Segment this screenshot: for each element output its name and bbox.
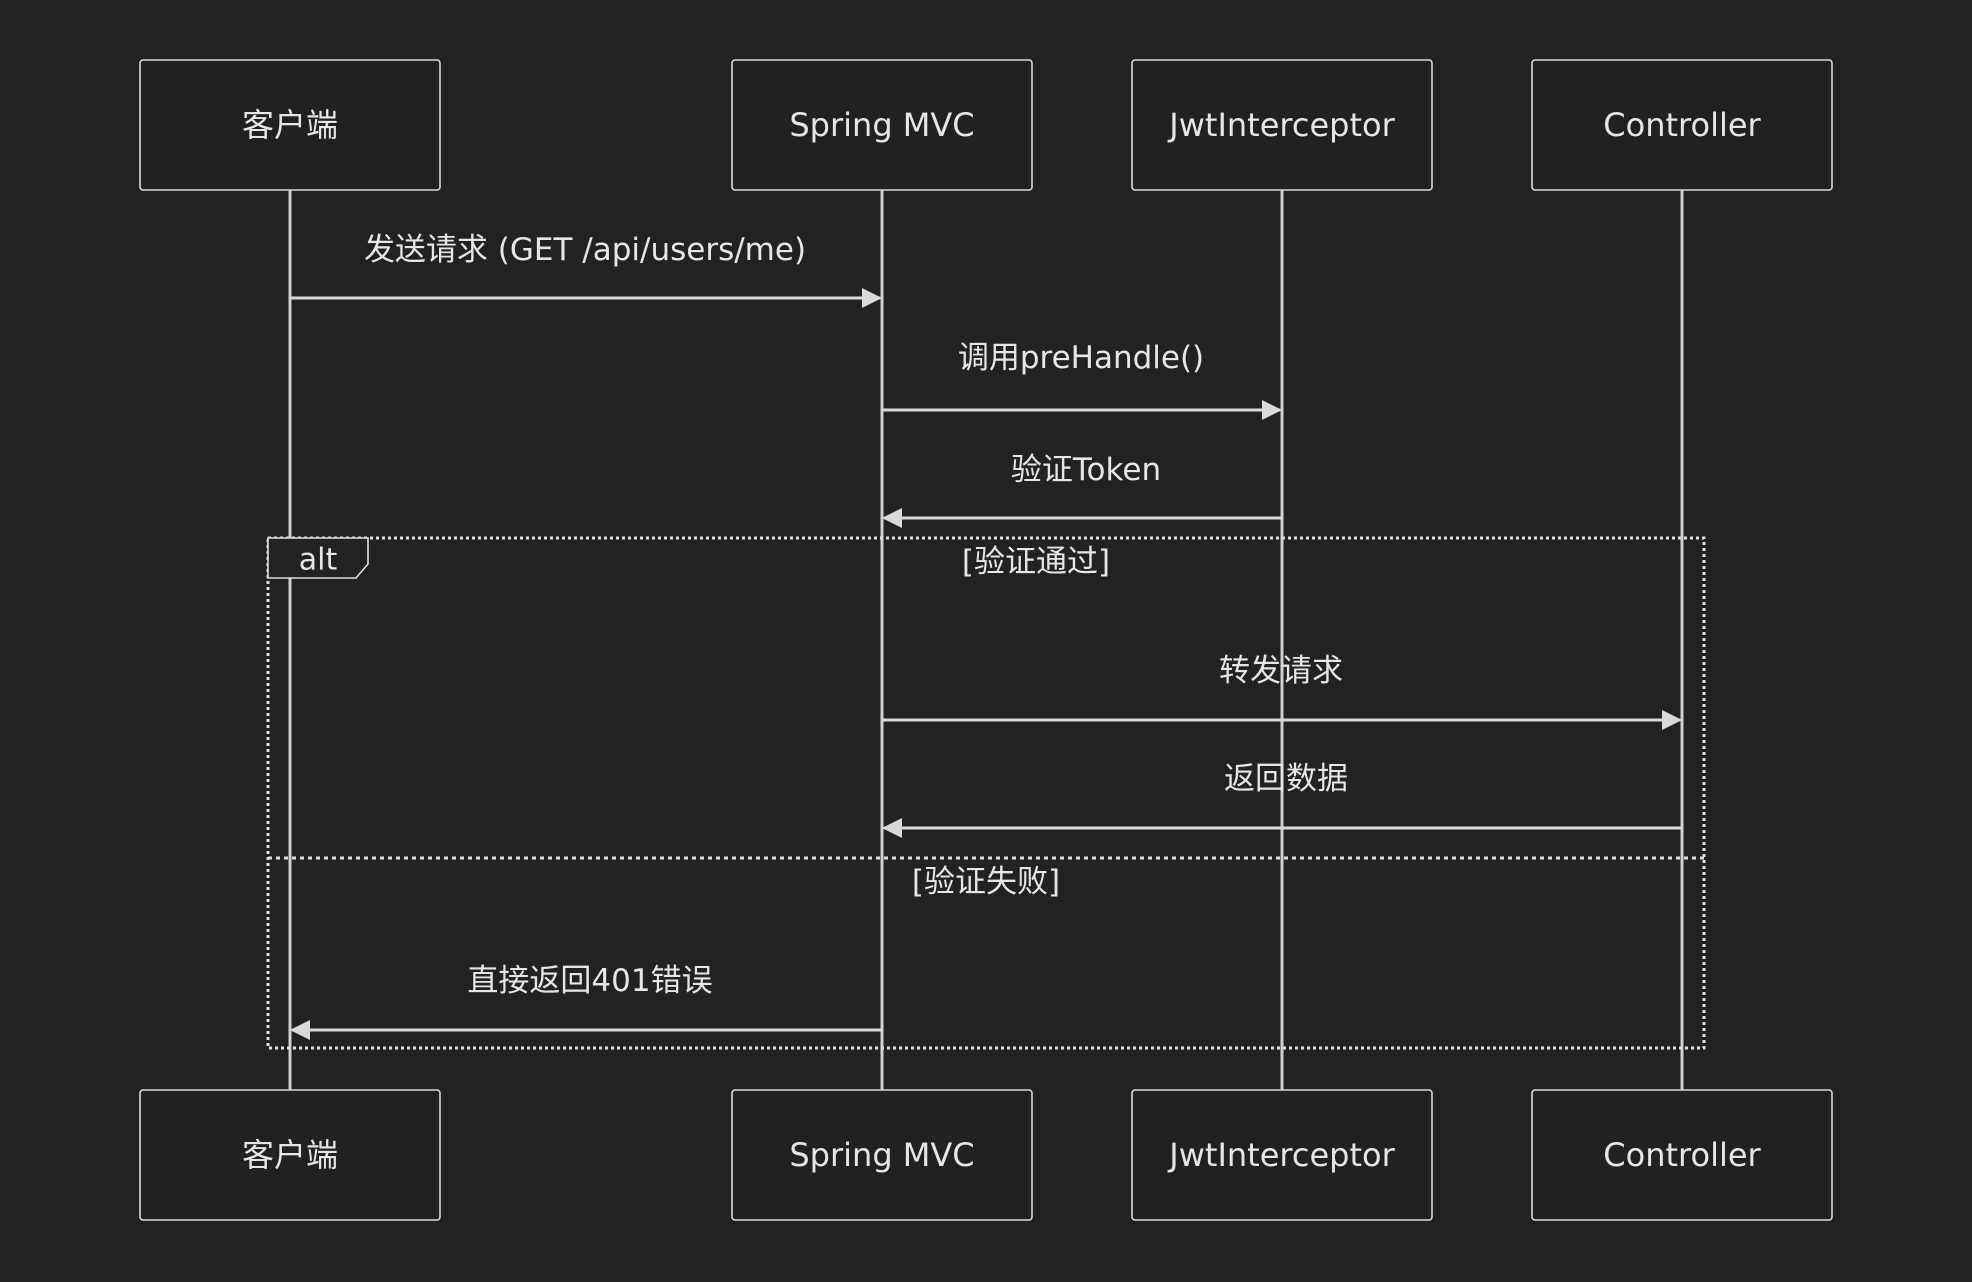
alt-condition-failure: [验证失败]: [912, 864, 1060, 900]
message-label-return-data: 返回数据: [1224, 761, 1348, 797]
actor-bottom-client: 客户端: [139, 1089, 441, 1221]
actor-bottom-controller-label: Controller: [1603, 1136, 1761, 1174]
actor-top-client-label: 客户端: [242, 106, 338, 144]
actor-bottom-spring-mvc-label: Spring MVC: [789, 1136, 974, 1174]
message-label-return-401: 直接返回401错误: [467, 963, 712, 999]
actor-top-jwt-interceptor-label: JwtInterceptor: [1167, 106, 1395, 144]
actor-top-jwt-interceptor: JwtInterceptor: [1131, 59, 1433, 191]
actor-bottom-client-label: 客户端: [242, 1136, 338, 1174]
actor-bottom-jwt-interceptor: JwtInterceptor: [1131, 1089, 1433, 1221]
message-label-send-request: 发送请求 (GET /api/users/me): [364, 232, 806, 268]
actor-bottom-controller: Controller: [1531, 1089, 1833, 1221]
alt-frame: [266, 536, 1706, 1050]
alt-keyword: alt: [299, 543, 338, 578]
actor-top-spring-mvc: Spring MVC: [731, 59, 1033, 191]
actor-bottom-jwt-interceptor-label: JwtInterceptor: [1167, 1136, 1395, 1174]
actor-top-client: 客户端: [139, 59, 441, 191]
actor-bottom-spring-mvc: Spring MVC: [731, 1089, 1033, 1221]
actor-top-spring-mvc-label: Spring MVC: [789, 106, 974, 144]
message-label-call-prehandle: 调用preHandle(): [958, 340, 1204, 376]
actor-top-controller-label: Controller: [1603, 106, 1761, 144]
message-label-verify-token: 验证Token: [1011, 452, 1161, 488]
alt-frame-tab: [267, 537, 369, 579]
message-label-forward-request: 转发请求: [1219, 653, 1343, 689]
actor-top-controller: Controller: [1531, 59, 1833, 191]
alt-condition-success: [验证通过]: [962, 544, 1110, 580]
